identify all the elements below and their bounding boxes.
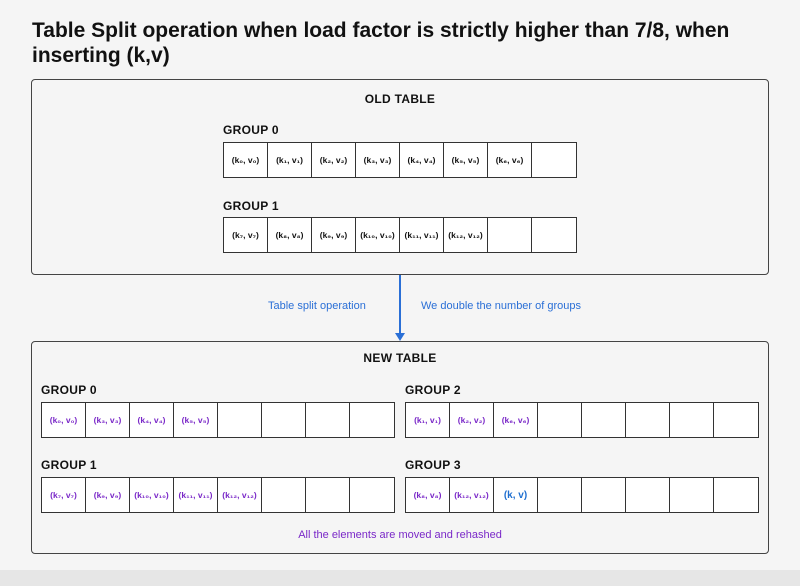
- slot: (k₁, v₁): [268, 143, 312, 177]
- slot: [532, 218, 576, 252]
- new-group-2-label: GROUP 2: [405, 383, 461, 397]
- diagram-title: Table Split operation when load factor i…: [32, 19, 730, 67]
- slot: (k₂, v₂): [312, 143, 356, 177]
- new-group-1-slots: (k₇, v₇) (k₉, v₉) (k₁₀, v₁₀) (k₁₁, v₁₁) …: [41, 477, 395, 513]
- slot: [262, 478, 306, 512]
- slot: (k₅, v₅): [174, 403, 218, 437]
- old-group-0-label: GROUP 0: [223, 123, 279, 137]
- new-group-3-label: GROUP 3: [405, 458, 461, 472]
- new-group-0-slots: (k₀, v₀) (k₃, v₃) (k₄, v₄) (k₅, v₅): [41, 402, 395, 438]
- slot: (k₆, v₆): [488, 143, 532, 177]
- new-group-0-label: GROUP 0: [41, 383, 97, 397]
- old-group-0-slots: (k₀, v₀) (k₁, v₁) (k₂, v₂) (k₃, v₃) (k₄,…: [223, 142, 577, 178]
- split-arrow-line: [399, 275, 401, 333]
- slot: [582, 403, 626, 437]
- slot: (k₁₁, v₁₁): [400, 218, 444, 252]
- slot: (k₁₀, v₁₀): [130, 478, 174, 512]
- slot: (k₁₂, v₁₂): [450, 478, 494, 512]
- rehash-note: All the elements are moved and rehashed: [298, 529, 502, 541]
- bottom-bar: [0, 570, 800, 586]
- slot: (k₁₀, v₁₀): [356, 218, 400, 252]
- old-group-1-label: GROUP 1: [223, 199, 279, 213]
- old-group-1-slots: (k₇, v₇) (k₈, v₈) (k₉, v₉) (k₁₀, v₁₀) (k…: [223, 217, 577, 253]
- slot: (k₁₂, v₁₂): [218, 478, 262, 512]
- old-table-panel: OLD TABLE GROUP 0 (k₀, v₀) (k₁, v₁) (k₂,…: [31, 79, 769, 275]
- slot: (k₃, v₃): [86, 403, 130, 437]
- slot: (k₄, v₄): [130, 403, 174, 437]
- slot: [306, 403, 350, 437]
- slot: (k₈, v₈): [406, 478, 450, 512]
- double-groups-label: We double the number of groups: [421, 300, 582, 312]
- new-group-3-slots: (k₈, v₈) (k₁₂, v₁₂) (k, v): [405, 477, 759, 513]
- slot: [532, 143, 576, 177]
- split-arrow-head: [395, 333, 405, 341]
- slot: (k₆, v₆): [494, 403, 538, 437]
- slot: [488, 218, 532, 252]
- slot: [350, 478, 394, 512]
- slot: [306, 478, 350, 512]
- new-table-panel: NEW TABLE GROUP 0 (k₀, v₀) (k₃, v₃) (k₄,…: [31, 341, 769, 554]
- slot: [670, 478, 714, 512]
- slot: (k₄, v₄): [400, 143, 444, 177]
- slot: (k₇, v₇): [42, 478, 86, 512]
- slot: (k₅, v₅): [444, 143, 488, 177]
- new-table-label: NEW TABLE: [363, 351, 437, 365]
- slot: [538, 403, 582, 437]
- old-table-label: OLD TABLE: [364, 92, 436, 106]
- slot: [350, 403, 394, 437]
- slot: [626, 478, 670, 512]
- slot: [582, 478, 626, 512]
- slot: [626, 403, 670, 437]
- table-split-operation-label: Table split operation: [268, 300, 366, 312]
- slot: (k₁₂, v₁₂): [444, 218, 488, 252]
- slot: [218, 403, 262, 437]
- slot: (k₉, v₉): [86, 478, 130, 512]
- slot: (k₁, v₁): [406, 403, 450, 437]
- slot: (k₈, v₈): [268, 218, 312, 252]
- slot: [714, 478, 758, 512]
- slot: [538, 478, 582, 512]
- slot: (k₉, v₉): [312, 218, 356, 252]
- slot: (k₀, v₀): [224, 143, 268, 177]
- new-group-1-label: GROUP 1: [41, 458, 97, 472]
- slot: (k₇, v₇): [224, 218, 268, 252]
- slot: [670, 403, 714, 437]
- slot: [714, 403, 758, 437]
- slot: (k₀, v₀): [42, 403, 86, 437]
- slot: (k₃, v₃): [356, 143, 400, 177]
- slot: (k₁₁, v₁₁): [174, 478, 218, 512]
- new-group-2-slots: (k₁, v₁) (k₂, v₂) (k₆, v₆): [405, 402, 759, 438]
- inserted-entry-slot: (k, v): [494, 478, 538, 512]
- slot: [262, 403, 306, 437]
- slot: (k₂, v₂): [450, 403, 494, 437]
